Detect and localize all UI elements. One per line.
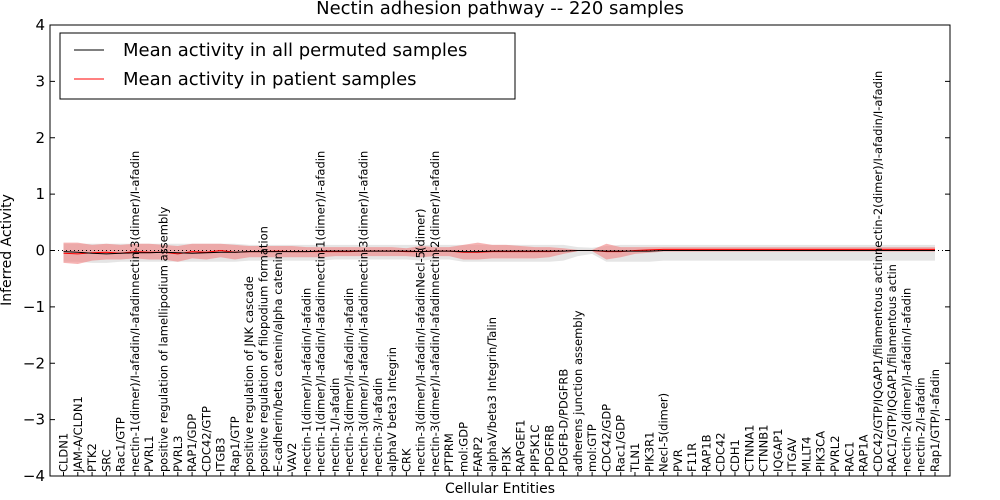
x-tick-label: mol:GTP	[585, 424, 599, 472]
x-tick-label: positive regulation of lamellipodium ass…	[157, 207, 171, 472]
x-tick-label: MLLT4	[799, 437, 813, 473]
x-tick-label: VAV2	[285, 443, 299, 472]
x-tick-label: PVRL3	[171, 435, 185, 472]
x-tick-label: nectin-3/I-afadin	[371, 378, 385, 473]
x-tick-label: positive regulation of filopodium format…	[257, 226, 271, 472]
y-axis-label: Inferred Activity	[0, 194, 15, 306]
x-tick-label: Rap1/GTP	[228, 416, 242, 472]
x-tick-label: alphaV beta3 Integrin	[385, 347, 399, 472]
x-tick-label: nectin-3(dimer)/I-afadin/I-afadin	[428, 288, 442, 472]
y-tick-label: −2	[23, 354, 45, 372]
series-lines	[50, 248, 950, 255]
y-ticks: −4 −3 −2 −1 0 1 2 3 4	[23, 16, 950, 485]
legend-box	[59, 32, 516, 100]
x-tick-label: ITGAV	[785, 438, 799, 472]
band-series-2	[63, 242, 935, 264]
y-tick-label: 2	[35, 129, 45, 147]
x-tick-label: ITGB3	[214, 437, 228, 472]
x-tick-label: SRC	[99, 449, 113, 472]
x-tick-label: Necl-5(dimer)	[657, 393, 671, 472]
x-tick-label: CDC42/GTP	[199, 406, 213, 472]
y-tick-label: 0	[35, 242, 45, 260]
y-tick-label: −1	[23, 298, 45, 316]
x-tick-label: RAP1A	[857, 434, 871, 472]
x-tick-label: JAM-A/CLDN1	[71, 396, 85, 473]
line-series-1	[63, 250, 935, 255]
x-tick-label: RAP1/GDP	[185, 414, 199, 472]
y-tick-label: −4	[23, 467, 45, 485]
x-tick-label: RAC1/GTP/IQGAP1/filamentous actin	[885, 264, 899, 472]
x-tick-label: nectin-2(dimer)/I-afadin/I-afadin	[899, 288, 913, 472]
x-tick-label: nectin-3(dimer)/I-afadin/I-afadin	[414, 288, 428, 472]
legend-label-1: Mean activity in all permuted samples	[123, 40, 467, 61]
x-tick-label: CTNNB1	[757, 425, 771, 472]
x-tick-label: PTK2	[85, 443, 99, 472]
x-tick-label: FARP2	[471, 436, 485, 472]
x-tick-label: CRK	[399, 448, 413, 472]
x-tick-label: nectin-3(dimer)/I-afadin/I-afadin	[357, 288, 371, 472]
x-tick-label: RAPGEF1	[514, 420, 528, 472]
x-tick-label: CTNNA1	[742, 425, 756, 472]
x-tick-label: nectin-2/I-afadin	[914, 378, 928, 473]
x-tick-label: F11R	[685, 443, 699, 472]
x-tick-label: alphaV/beta3 Integrin/Talin	[485, 317, 499, 472]
x-tick-label-overlap: nectin-1(dimer)/I-afadin	[314, 151, 328, 288]
x-tick-label-overlap: nectin-3(dimer)/I-afadin	[128, 151, 142, 288]
x-tick-label: PTPRM	[442, 433, 456, 472]
x-tick-label: Rac1/GTP	[114, 417, 128, 472]
x-tick-label: RAP1B	[699, 434, 713, 472]
confidence-bands	[63, 242, 935, 264]
x-tick-label: PIP5K1C	[528, 425, 542, 472]
x-tick-label: IQGAP1	[771, 429, 785, 472]
chart-title: Nectin adhesion pathway -- 220 samples	[316, 0, 684, 19]
x-tick-label: Rap1/GTP/I-afadin	[928, 369, 942, 472]
x-tick-label-overlap: Necl-5(dimer)	[414, 209, 428, 288]
x-tick-label: nectin-1(dimer)/I-afadin/I-afadin	[314, 288, 328, 472]
x-tick-label: CDC42/GDP	[599, 404, 613, 472]
x-tick-label: nectin-1(dimer)/I-afadin/I-afadin	[128, 288, 142, 472]
plot-frame	[49, 24, 951, 477]
x-tick-label: mol:GDP	[457, 422, 471, 472]
y-tick-label: 4	[35, 16, 45, 34]
x-tick-label: adherens junction assembly	[571, 310, 585, 472]
x-tick-label: CDC42/GTP/IQGAP1/filamentous actin	[871, 255, 885, 472]
x-tick-label: TLN1	[628, 443, 642, 473]
legend: Mean activity in all permuted samplesMea…	[59, 32, 516, 100]
x-tick-label: RAC1	[842, 441, 856, 472]
x-tick-label: PDGFB-D/PDGFRB	[557, 369, 571, 472]
x-tick-label: PVR	[671, 449, 685, 472]
x-tick-label: E-cadherin/beta catenin/alpha catenin	[271, 252, 285, 472]
x-tick-label-overlap: nectin-2(dimer)/I-afadin/I-afadin	[871, 71, 885, 255]
x-tick-label: PDGFRB	[542, 425, 556, 472]
x-tick-label-overlap: nectin-3(dimer)/I-afadin	[357, 151, 371, 288]
x-tick-label: CDC42	[714, 432, 728, 472]
y-tick-label: 3	[35, 72, 45, 90]
x-tick-label: CDH1	[728, 439, 742, 472]
x-tick-label: PIK3CA	[814, 431, 828, 472]
y-tick-label: 1	[35, 185, 45, 203]
x-tick-label-overlap: nectin-2(dimer)/I-afadin	[428, 151, 442, 288]
x-tick-label: PI3K	[499, 446, 513, 472]
x-tick-label: nectin-1/I-afadin	[328, 378, 342, 473]
legend-label-2: Mean activity in patient samples	[123, 69, 417, 90]
x-tick-label: nectin-1(dimer)/I-afadin/I-afadin	[299, 288, 313, 472]
x-tick-label: positive regulation of JNK cascade	[242, 276, 256, 472]
x-tick-label: PVRL2	[828, 435, 842, 472]
x-tick-label: Rac1/GDP	[614, 415, 628, 472]
x-tick-label: PVRL1	[142, 435, 156, 472]
x-tick-label: CLDN1	[57, 433, 71, 472]
x-axis-label: Cellular Entities	[445, 481, 555, 497]
x-tick-label: PIK3R1	[642, 432, 656, 473]
y-tick-label: −3	[23, 411, 45, 429]
x-tick-label: nectin-3(dimer)/I-afadin/I-afadin	[342, 288, 356, 472]
